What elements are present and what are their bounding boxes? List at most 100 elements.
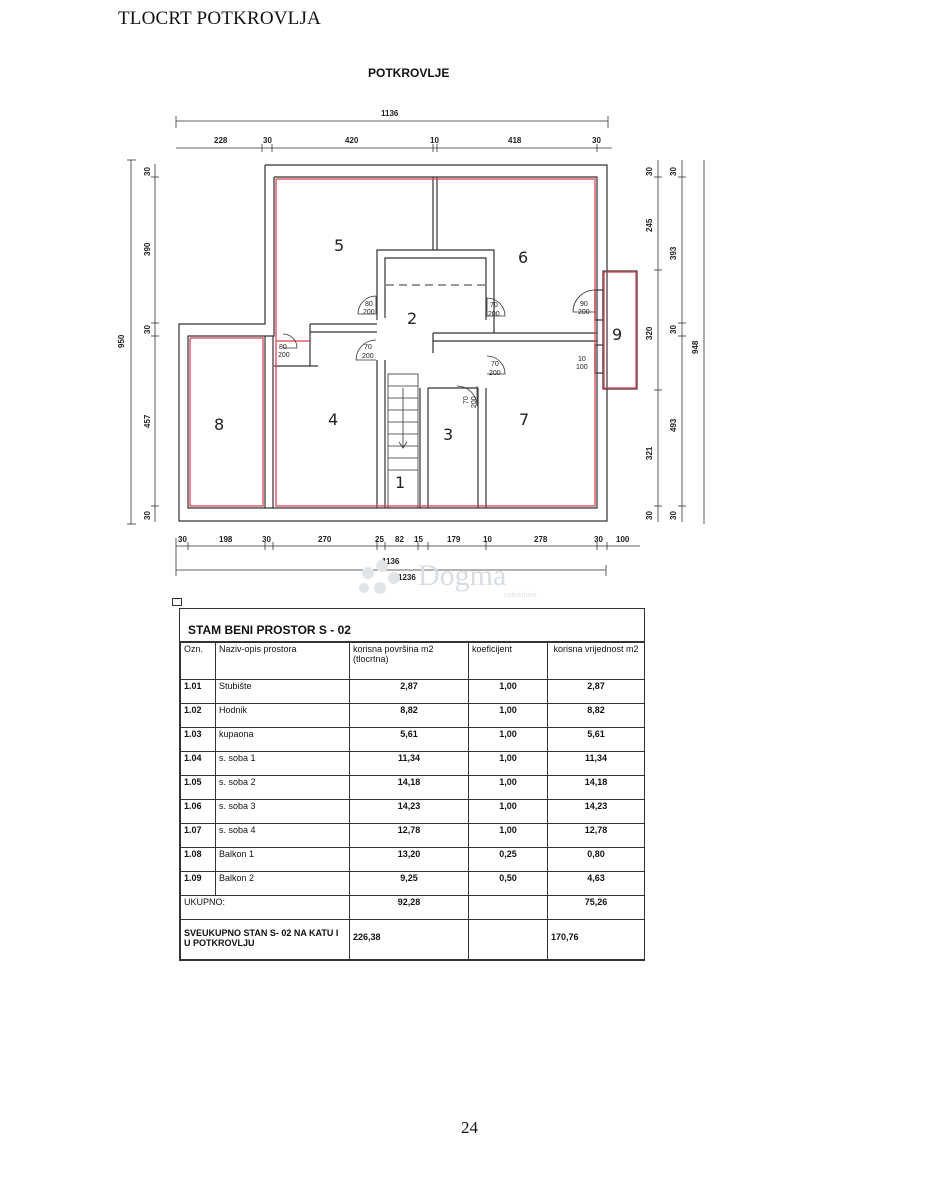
room-outlines bbox=[189, 178, 637, 507]
dim-right-outer: 948 bbox=[691, 340, 700, 354]
dim-top-2: 30 bbox=[263, 136, 272, 145]
row-name: s. soba 1 bbox=[215, 751, 350, 776]
rooms-table: Ozn. Naziv-opis prostora korisna površin… bbox=[180, 642, 645, 960]
row-code: 1.04 bbox=[180, 751, 216, 776]
dim-bottom-12: 100 bbox=[616, 535, 630, 544]
row-name: kupaona bbox=[215, 727, 350, 752]
row-code: 1.02 bbox=[180, 703, 216, 728]
dim-right-inner-3: 320 bbox=[645, 326, 654, 340]
row-name: Balkon 1 bbox=[215, 847, 350, 872]
row-coef: 1,00 bbox=[468, 727, 548, 752]
dim-right-mid-1: 30 bbox=[669, 167, 678, 176]
row-coef: 0,25 bbox=[468, 847, 548, 872]
dim-bottom-6: 82 bbox=[395, 535, 404, 544]
door-1-h: 200 bbox=[363, 309, 375, 316]
dim-bottom-3: 30 bbox=[262, 535, 271, 544]
door-6-h: 200 bbox=[489, 370, 501, 377]
dim-top-4: 10 bbox=[430, 136, 439, 145]
grand-total-value: 170,76 bbox=[547, 919, 645, 960]
dim-right-mid-4: 493 bbox=[669, 418, 678, 432]
dim-right-inner-2: 245 bbox=[645, 218, 654, 232]
dim-top-5: 418 bbox=[508, 136, 522, 145]
dim-right-mid-3: 30 bbox=[669, 325, 678, 334]
row-value: 8,82 bbox=[547, 703, 645, 728]
table-title: STAM BENI PROSTOR S - 02 bbox=[180, 609, 644, 642]
dim-bottom-10: 278 bbox=[534, 535, 548, 544]
dim-bottom-total2: 1236 bbox=[398, 573, 416, 582]
door-1-w: 80 bbox=[365, 301, 373, 308]
row-area: 14,18 bbox=[349, 775, 469, 800]
door-2-w: 70 bbox=[490, 302, 498, 309]
row-area: 14,23 bbox=[349, 799, 469, 824]
door-5-h: 200 bbox=[362, 353, 374, 360]
table-total-row: UKUPNO: 92,28 75,26 bbox=[180, 895, 645, 920]
row-name: s. soba 4 bbox=[215, 823, 350, 848]
dim-bottom-7: 15 bbox=[414, 535, 423, 544]
row-name: Stubište bbox=[215, 679, 350, 704]
dim-left-3: 30 bbox=[143, 325, 152, 334]
table-row: 1.04 s. soba 1 11,34 1,00 11,34 bbox=[180, 751, 645, 776]
room-number-1: 1 bbox=[395, 473, 405, 492]
dim-top-3: 420 bbox=[345, 136, 359, 145]
door-5-w: 70 bbox=[364, 344, 372, 351]
table-row: 1.07 s. soba 4 12,78 1,00 12,78 bbox=[180, 823, 645, 848]
door-3-h: 200 bbox=[578, 309, 590, 316]
door-8-w: 10 bbox=[578, 356, 586, 363]
rooms-table-frame: STAM BENI PROSTOR S - 02 Ozn. Naziv-opis… bbox=[179, 608, 645, 961]
row-area: 13,20 bbox=[349, 847, 469, 872]
total-label: UKUPNO: bbox=[180, 895, 350, 920]
row-value: 5,61 bbox=[547, 727, 645, 752]
dim-bottom-11: 30 bbox=[594, 535, 603, 544]
table-row: 1.01 Stubište 2,87 1,00 2,87 bbox=[180, 679, 645, 704]
header-coef: koeficijent bbox=[468, 642, 548, 680]
door-7-h: 200 bbox=[471, 396, 478, 408]
dim-right-mid-5: 30 bbox=[669, 511, 678, 520]
dim-bottom-9: 10 bbox=[483, 535, 492, 544]
dim-top-total: 1136 bbox=[381, 109, 399, 118]
table-grand-total-row: SVEUKUPNO STAN S- 02 NA KATU I U POTKROV… bbox=[180, 919, 645, 960]
table-row: 1.02 Hodnik 8,82 1,00 8,82 bbox=[180, 703, 645, 728]
total-area: 92,28 bbox=[349, 895, 469, 920]
watermark-subtext: nekretnine bbox=[504, 592, 537, 599]
room-number-9: 9 bbox=[612, 325, 622, 344]
header-code: Ozn. bbox=[180, 642, 216, 680]
door-swings bbox=[282, 289, 596, 407]
watermark: Dogma nekretnine bbox=[359, 559, 537, 599]
door-8-h: 100 bbox=[576, 364, 588, 371]
row-value: 12,78 bbox=[547, 823, 645, 848]
row-code: 1.06 bbox=[180, 799, 216, 824]
total-value: 75,26 bbox=[547, 895, 645, 920]
row-value: 2,87 bbox=[547, 679, 645, 704]
row-value: 0,80 bbox=[547, 847, 645, 872]
dim-left-1: 30 bbox=[143, 167, 152, 176]
table-row: 1.08 Balkon 1 13,20 0,25 0,80 bbox=[180, 847, 645, 872]
row-coef: 1,00 bbox=[468, 703, 548, 728]
room-number-6: 6 bbox=[518, 248, 528, 267]
row-area: 2,87 bbox=[349, 679, 469, 704]
rooms-table-panel: STAM BENI PROSTOR S - 02 Ozn. Naziv-opis… bbox=[179, 608, 645, 961]
row-coef: 1,00 bbox=[468, 775, 548, 800]
door-7-w: 70 bbox=[463, 396, 470, 404]
dim-bottom-1: 30 bbox=[178, 535, 187, 544]
plan-title: POTKROVLJE bbox=[368, 66, 450, 80]
row-area: 8,82 bbox=[349, 703, 469, 728]
row-area: 9,25 bbox=[349, 871, 469, 896]
top-dimension-lines bbox=[175, 116, 612, 152]
room-number-8: 8 bbox=[214, 415, 224, 434]
room-number-2: 2 bbox=[407, 309, 417, 328]
row-name: Hodnik bbox=[215, 703, 350, 728]
dim-left-4: 457 bbox=[143, 414, 152, 428]
row-coef: 1,00 bbox=[468, 799, 548, 824]
row-coef: 1,00 bbox=[468, 679, 548, 704]
floor-plan: 1136 228 30 420 10 418 30 950 30 390 30 … bbox=[117, 109, 705, 599]
room-number-4: 4 bbox=[328, 410, 338, 429]
row-area: 5,61 bbox=[349, 727, 469, 752]
dim-top-1: 228 bbox=[214, 136, 228, 145]
row-code: 1.03 bbox=[180, 727, 216, 752]
header-area: korisna površina m2 (tlocrtna) bbox=[349, 642, 469, 680]
row-name: Balkon 2 bbox=[215, 871, 350, 896]
stairs bbox=[387, 373, 419, 509]
row-code: 1.09 bbox=[180, 871, 216, 896]
table-row: 1.05 s. soba 2 14,18 1,00 14,18 bbox=[180, 775, 645, 800]
room-number-5: 5 bbox=[334, 236, 344, 255]
